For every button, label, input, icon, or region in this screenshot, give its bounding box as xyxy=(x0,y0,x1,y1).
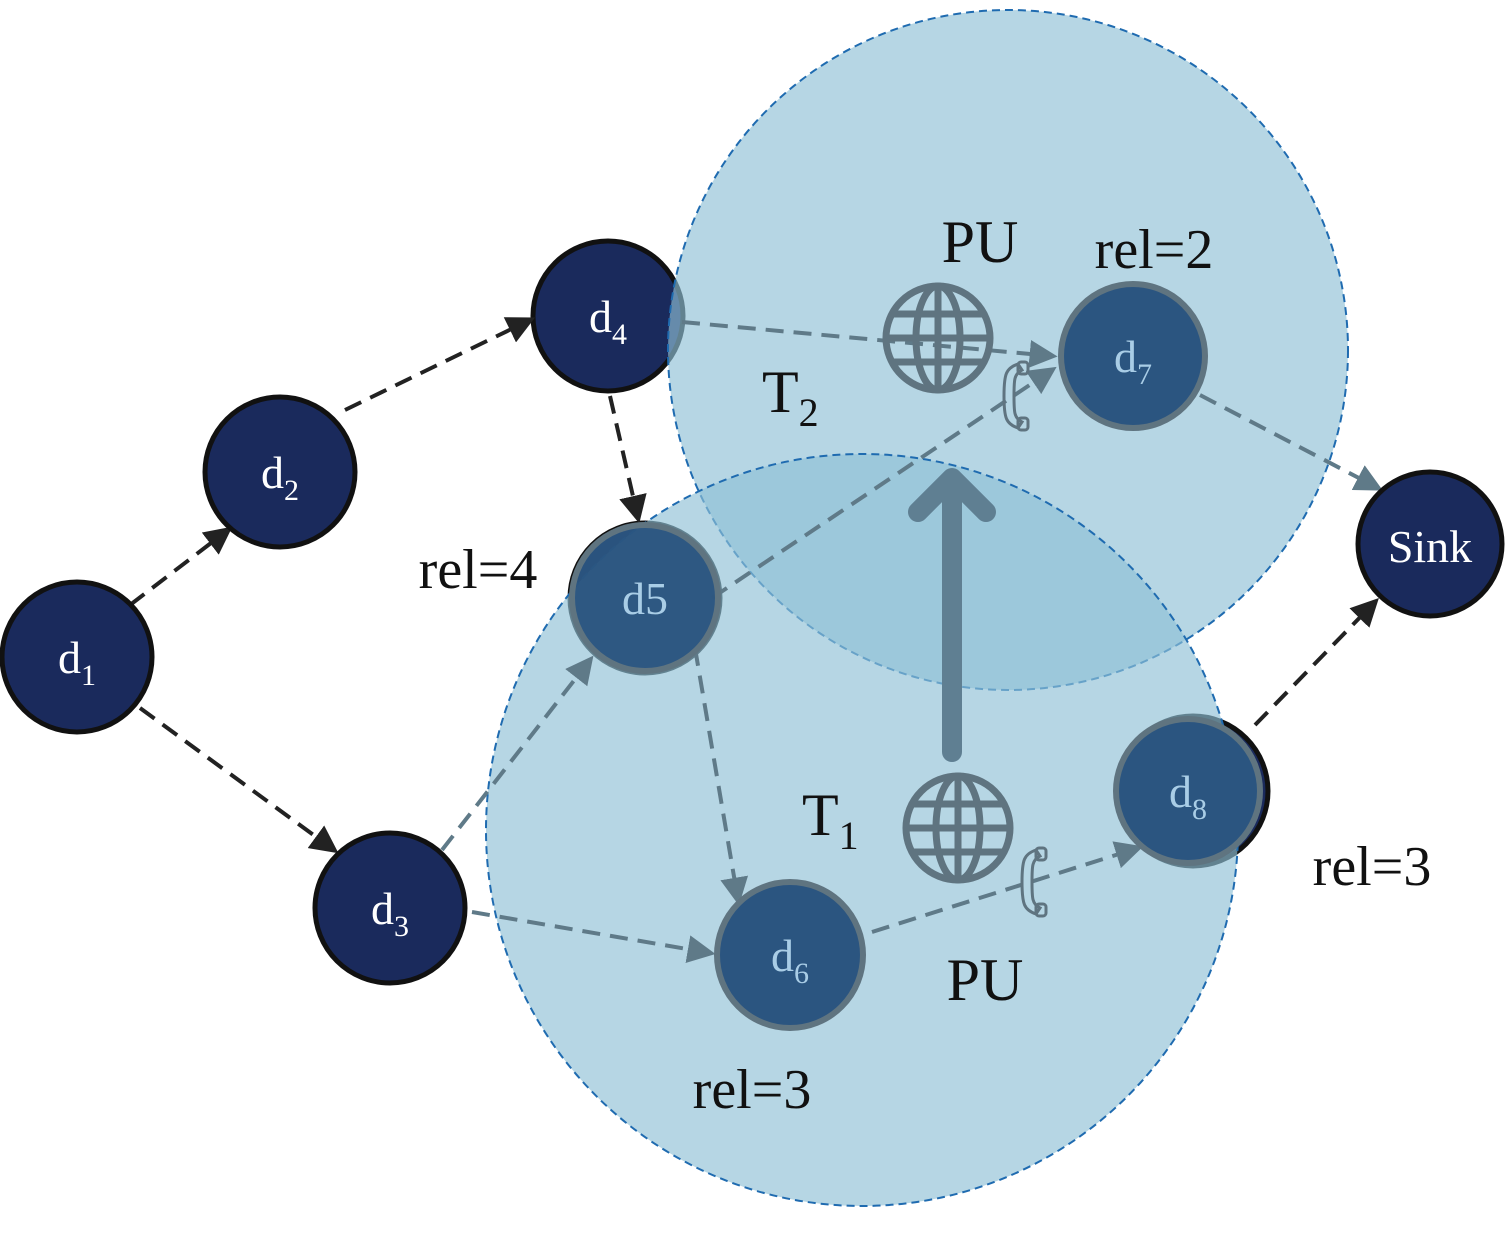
dark-edges xyxy=(128,317,1379,854)
pu-label-top: PU xyxy=(942,209,1019,275)
node-d5 xyxy=(569,522,721,674)
node-d7 xyxy=(1058,281,1208,431)
edge-d3-d6 xyxy=(471,910,716,963)
node-label-sink: Sink xyxy=(1388,521,1472,572)
node-label-d5: d5 xyxy=(622,573,668,624)
rel-label-d8: rel=3 xyxy=(1313,836,1432,898)
edge-d6-d8 xyxy=(871,841,1144,934)
node-label-d8: d8 xyxy=(1169,766,1207,826)
edge-d8-sink xyxy=(1253,597,1379,727)
zone-label-t1: T1 xyxy=(802,782,859,858)
node-d1 xyxy=(0,579,155,735)
globe-icon xyxy=(882,282,994,394)
pu-label-bottom: PU xyxy=(947,947,1024,1013)
edge-d4-d5 xyxy=(608,395,647,524)
edge-d3-d5 xyxy=(440,655,594,852)
phone-icon xyxy=(1002,360,1030,432)
node-label-d4: d4 xyxy=(589,291,627,351)
rel-label-d6: rel=3 xyxy=(693,1059,812,1121)
node-label-d7: d7 xyxy=(1114,331,1152,391)
zone-label-t2: T2 xyxy=(762,359,819,435)
node-label-d1: d1 xyxy=(58,632,96,692)
edge-d1-d3 xyxy=(138,706,339,854)
node-label-d3: d3 xyxy=(371,883,409,943)
rel-label-d5: rel=4 xyxy=(419,539,538,601)
edge-d5-d6 xyxy=(693,647,749,906)
edge-d1-d2 xyxy=(128,526,233,607)
node-sink xyxy=(1355,469,1505,619)
phone-icon xyxy=(1020,846,1048,918)
gray-edges xyxy=(440,320,1383,963)
up-arrow-icon xyxy=(908,468,996,762)
edge-d5-d7 xyxy=(710,366,1057,600)
rel-label-d7: rel=2 xyxy=(1095,219,1214,281)
node-d2 xyxy=(202,394,358,550)
node-label-d2: d2 xyxy=(261,447,299,507)
node-label-d6: d6 xyxy=(771,930,809,990)
edge-d2-d4 xyxy=(344,317,536,412)
node-d3 xyxy=(312,830,468,986)
node-d8 xyxy=(1113,716,1263,866)
node-d6 xyxy=(714,879,866,1031)
globe-icon xyxy=(902,772,1014,884)
edge-d7-sink xyxy=(1199,393,1383,491)
